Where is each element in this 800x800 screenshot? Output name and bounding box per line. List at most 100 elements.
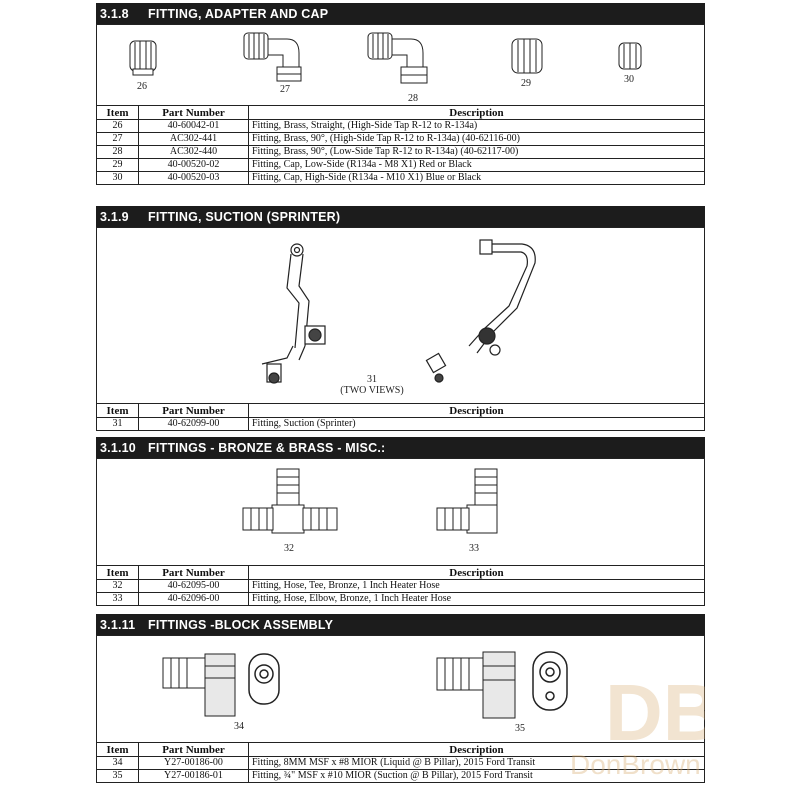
parts-table-3-1-11: Item Part Number Description 34 Y27-0018… <box>96 742 705 783</box>
cell-item: 30 <box>96 171 139 185</box>
col-item: Item <box>96 403 139 418</box>
callout-28: 28 <box>408 93 418 104</box>
col-item: Item <box>96 105 139 120</box>
cell-part-number: Y27-00186-01 <box>138 769 249 783</box>
cell-description: Fitting, Cap, Low-Side (R134a - M8 X1) R… <box>248 158 705 172</box>
table-header-row: Item Part Number Description <box>96 565 705 580</box>
elbow-fitting-drawing <box>436 468 498 534</box>
section-number: 3.1.8 <box>100 6 129 21</box>
block-35-end-drawing <box>532 651 568 711</box>
cell-part-number: AC302-440 <box>138 145 249 159</box>
parts-table-3-1-9: Item Part Number Description 31 40-62099… <box>96 403 705 431</box>
section-title: FITTING, ADAPTER AND CAP <box>148 6 329 21</box>
table-row: 26 40-60042-01 Fitting, Brass, Straight,… <box>96 119 705 133</box>
col-description: Description <box>248 565 705 580</box>
section-header-3-1-11: 3.1.11 FITTINGS -BLOCK ASSEMBLY <box>96 614 705 635</box>
table-row: 27 AC302-441 Fitting, Brass, 90°, (High-… <box>96 132 705 146</box>
block-assembly-illustration <box>162 651 568 719</box>
fitting-27-drawing <box>243 32 302 82</box>
section-number: 3.1.10 <box>100 440 136 455</box>
table-row: 35 Y27-00186-01 Fitting, ¾" MSF x #10 MI… <box>96 769 705 783</box>
callout-30: 30 <box>624 74 634 85</box>
col-description: Description <box>248 742 705 757</box>
callout-35: 35 <box>515 723 525 734</box>
cell-description: Fitting, Brass, 90°, (Low-Side Tap R-12 … <box>248 145 705 159</box>
table-row: 31 40-62099-00 Fitting, Suction (Sprinte… <box>96 417 705 431</box>
table-header-row: Item Part Number Description <box>96 742 705 757</box>
fitting-illustrations <box>129 32 642 84</box>
col-description: Description <box>248 403 705 418</box>
section-title: FITTING, SUCTION (SPRINTER) <box>148 209 341 224</box>
cell-description: Fitting, Suction (Sprinter) <box>248 417 705 431</box>
cell-part-number: AC302-441 <box>138 132 249 146</box>
col-item: Item <box>96 565 139 580</box>
col-part-number: Part Number <box>138 403 249 418</box>
cell-part-number: 40-60042-01 <box>138 119 249 133</box>
callout-31-number: 31 <box>367 374 377 385</box>
section-number: 3.1.11 <box>100 617 136 632</box>
table-row: 34 Y27-00186-00 Fitting, 8MM MSF x #8 MI… <box>96 756 705 770</box>
col-description: Description <box>248 105 705 120</box>
fitting-28-drawing <box>367 32 428 84</box>
table-row: 33 40-62096-00 Fitting, Hose, Elbow, Bro… <box>96 592 705 606</box>
callout-31: 31 (TWO VIEWS) <box>337 374 407 396</box>
cell-description: Fitting, Hose, Tee, Bronze, 1 Inch Heate… <box>248 579 705 593</box>
cell-item: 28 <box>96 145 139 159</box>
cell-item: 35 <box>96 769 139 783</box>
figure-fittings-adapter-cap: 26 27 28 29 30 <box>96 24 705 106</box>
cell-part-number: 40-62099-00 <box>138 417 249 431</box>
bronze-brass-illustration <box>242 468 498 534</box>
cell-description: Fitting, Brass, 90°, (High-Side Tap R-12… <box>248 132 705 146</box>
cell-description: Fitting, Hose, Elbow, Bronze, 1 Inch Hea… <box>248 592 705 606</box>
cell-item: 29 <box>96 158 139 172</box>
parts-catalog-page: 3.1.8 FITTING, ADAPTER AND CAP <box>96 3 705 800</box>
section-number: 3.1.9 <box>100 209 129 224</box>
suction-fitting-illustration <box>261 239 536 384</box>
figure-bronze-brass-fittings: 32 33 <box>96 458 705 566</box>
callout-29: 29 <box>521 78 531 89</box>
table-row: 30 40-00520-03 Fitting, Cap, High-Side (… <box>96 171 705 185</box>
table-row: 32 40-62095-00 Fitting, Hose, Tee, Bronz… <box>96 579 705 593</box>
col-item: Item <box>96 742 139 757</box>
fitting-29-drawing <box>511 38 543 74</box>
parts-table-3-1-8: Item Part Number Description 26 40-60042… <box>96 105 705 185</box>
block-34-side-drawing <box>162 653 236 717</box>
callout-31-note: (TWO VIEWS) <box>340 385 404 396</box>
cell-description: Fitting, ¾" MSF x #10 MIOR (Suction @ B … <box>248 769 705 783</box>
callout-33: 33 <box>469 543 479 554</box>
callout-32: 32 <box>284 543 294 554</box>
callout-27: 27 <box>280 84 290 95</box>
cell-part-number: 40-00520-03 <box>138 171 249 185</box>
figure-suction-fitting: 31 (TWO VIEWS) <box>96 227 705 404</box>
cell-part-number: 40-00520-02 <box>138 158 249 172</box>
col-part-number: Part Number <box>138 105 249 120</box>
section-title: FITTINGS - BRONZE & BRASS - MISC.: <box>148 440 386 455</box>
col-part-number: Part Number <box>138 565 249 580</box>
cell-item: 32 <box>96 579 139 593</box>
block-34-end-drawing <box>248 653 280 705</box>
table-row: 28 AC302-440 Fitting, Brass, 90°, (Low-S… <box>96 145 705 159</box>
cell-description: Fitting, Brass, Straight, (High-Side Tap… <box>248 119 705 133</box>
section-title: FITTINGS -BLOCK ASSEMBLY <box>148 617 334 632</box>
cell-item: 33 <box>96 592 139 606</box>
suction-fitting-view-2 <box>425 239 536 383</box>
tee-fitting-drawing <box>242 468 338 534</box>
block-35-side-drawing <box>436 651 516 719</box>
callout-34: 34 <box>234 721 244 732</box>
section-header-3-1-9: 3.1.9 FITTING, SUCTION (SPRINTER) <box>96 206 705 227</box>
cell-part-number: 40-62095-00 <box>138 579 249 593</box>
section-header-3-1-10: 3.1.10 FITTINGS - BRONZE & BRASS - MISC.… <box>96 437 705 458</box>
table-row: 29 40-00520-02 Fitting, Cap, Low-Side (R… <box>96 158 705 172</box>
figure-block-assembly: 34 35 <box>96 635 705 743</box>
cell-item: 26 <box>96 119 139 133</box>
cell-item: 34 <box>96 756 139 770</box>
table-header-row: Item Part Number Description <box>96 403 705 418</box>
cell-part-number: 40-62096-00 <box>138 592 249 606</box>
fitting-26-drawing <box>129 40 157 76</box>
col-part-number: Part Number <box>138 742 249 757</box>
fitting-30-drawing <box>618 42 642 70</box>
cell-part-number: Y27-00186-00 <box>138 756 249 770</box>
suction-fitting-view-1 <box>261 243 326 384</box>
table-header-row: Item Part Number Description <box>96 105 705 120</box>
parts-table-3-1-10: Item Part Number Description 32 40-62095… <box>96 565 705 606</box>
